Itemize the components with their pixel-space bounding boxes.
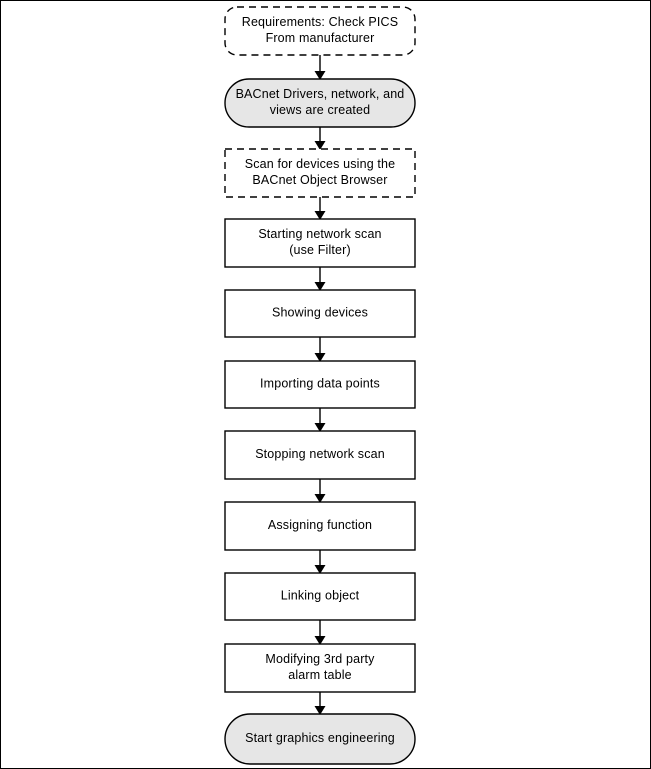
node-label: Start graphics engineering	[245, 731, 395, 745]
arrowhead-icon	[314, 706, 326, 715]
node-label-line: alarm table	[288, 668, 352, 682]
flow-connector	[314, 550, 326, 574]
flow-node-modifying-alarm-table[interactable]: Modifying 3rd party alarm table	[224, 643, 416, 693]
node-label: Importing data points	[260, 377, 380, 391]
node-label: Starting network scan (use Filter)	[258, 227, 381, 257]
flow-node-assigning-function[interactable]: Assigning function	[224, 501, 416, 551]
node-label: Stopping network scan	[255, 447, 385, 461]
arrowhead-icon	[314, 494, 326, 503]
flow-node-showing-devices[interactable]: Showing devices	[224, 289, 416, 338]
flow-node-start-graphics-engineering[interactable]: Start graphics engineering	[224, 713, 416, 765]
node-label-line: BACnet Object Browser	[252, 173, 387, 187]
process-shape	[224, 360, 416, 409]
node-label-line: Assigning function	[268, 518, 372, 532]
flow-connector	[314, 267, 326, 291]
node-label-line: (use Filter)	[289, 243, 351, 257]
flow-connector	[314, 197, 326, 220]
flow-connector	[314, 337, 326, 362]
node-label: Assigning function	[268, 518, 372, 532]
process-shape	[224, 430, 416, 480]
arrowhead-icon	[314, 71, 326, 80]
node-label: Modifying 3rd party alarm table	[265, 652, 375, 682]
node-label: Linking object	[281, 589, 360, 603]
arrowhead-icon	[314, 141, 326, 150]
node-label-line: Showing devices	[272, 306, 368, 320]
arrowhead-icon	[314, 353, 326, 362]
flow-connector	[314, 620, 326, 645]
flow-connector	[314, 479, 326, 503]
flow-connector	[314, 692, 326, 715]
flow-node-importing-data-points[interactable]: Importing data points	[224, 360, 416, 409]
terminator-shape	[224, 713, 416, 765]
flow-node-linking-object[interactable]: Linking object	[224, 572, 416, 621]
flow-connector	[314, 127, 326, 150]
node-label-line: BACnet Drivers, network, and	[236, 87, 405, 101]
flow-node-requirements[interactable]: Requirements: Check PICS From manufacture…	[224, 6, 416, 56]
node-label-line: Start graphics engineering	[245, 731, 395, 745]
node-label-line: Linking object	[281, 589, 360, 603]
node-label-line: From manufacturer	[266, 31, 375, 45]
dashed-process-shape	[224, 148, 416, 198]
terminator-shape	[224, 78, 416, 128]
rounded-dashed-shape	[224, 6, 416, 56]
process-shape	[224, 572, 416, 621]
process-shape	[224, 643, 416, 693]
node-label-line: Scan for devices using the	[245, 157, 396, 171]
process-shape	[224, 501, 416, 551]
node-label: Requirements: Check PICS From manufacture…	[242, 15, 398, 45]
node-label-line: Stopping network scan	[255, 447, 385, 461]
process-shape	[224, 289, 416, 338]
node-label-line: views are created	[270, 103, 371, 117]
arrowhead-icon	[314, 565, 326, 574]
flow-node-starting-network-scan[interactable]: Starting network scan (use Filter)	[224, 218, 416, 268]
node-label-line: Requirements: Check PICS	[242, 15, 398, 29]
node-label: Showing devices	[272, 306, 368, 320]
arrowhead-icon	[314, 282, 326, 291]
flow-connector	[314, 408, 326, 432]
process-shape	[224, 218, 416, 268]
node-label-line: Starting network scan	[258, 227, 381, 241]
arrowhead-icon	[314, 636, 326, 645]
node-label-line: Importing data points	[260, 377, 380, 391]
arrowhead-icon	[314, 423, 326, 432]
node-label-line: Modifying 3rd party	[265, 652, 375, 666]
node-label: BACnet Drivers, network, and views are cr…	[236, 87, 405, 117]
flow-connector	[314, 55, 326, 80]
flow-node-stopping-network-scan[interactable]: Stopping network scan	[224, 430, 416, 480]
arrowhead-icon	[314, 211, 326, 220]
flow-node-drivers-created[interactable]: BACnet Drivers, network, and views are cr…	[224, 78, 416, 128]
